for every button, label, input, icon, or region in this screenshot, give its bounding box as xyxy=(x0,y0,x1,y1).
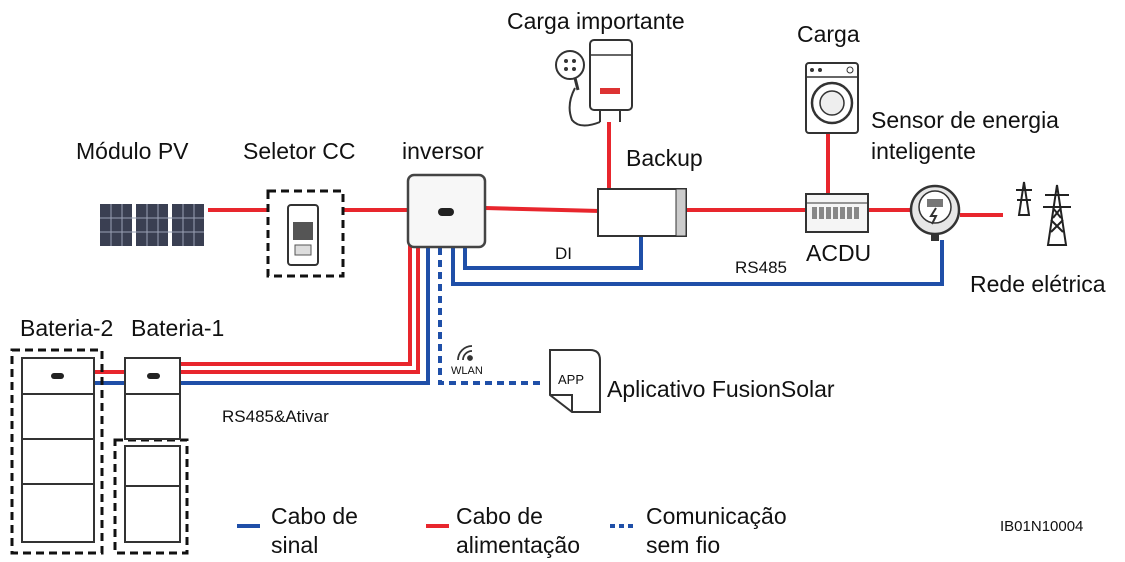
smart-meter-label-line1: Sensor de energia xyxy=(871,107,1059,133)
battery2-label: Bateria-2 xyxy=(20,315,114,341)
water-heater-icon xyxy=(555,39,633,127)
figure-code: IB01N10004 xyxy=(1000,518,1084,535)
inverter-to-battery-power-cable-2 xyxy=(180,245,412,366)
inverter-to-backup-cable xyxy=(484,206,601,213)
battery1-label: Bateria-1 xyxy=(131,315,225,341)
power-cables xyxy=(94,122,1003,374)
fusionsolar-app-label: Aplicativo FusionSolar xyxy=(607,376,835,402)
inverter-to-battery-signal-cable xyxy=(180,245,430,385)
power-tower-icon xyxy=(1016,181,1071,246)
wireless-link xyxy=(438,248,545,385)
backup-box-icon xyxy=(597,188,687,237)
load-label: Carga xyxy=(797,21,860,47)
acdu-label: ACDU xyxy=(806,240,872,266)
pv-module-label: Módulo PV xyxy=(76,138,189,164)
di-label: DI xyxy=(555,244,572,263)
inverter-icon xyxy=(406,173,487,249)
battery-icon xyxy=(124,357,181,543)
washing-machine-icon xyxy=(805,62,859,134)
battery-icon xyxy=(21,357,95,543)
battery1-dashed-box xyxy=(113,438,189,555)
app-icon-text: APP xyxy=(558,372,585,387)
dc-switch-icon xyxy=(287,204,319,266)
rs485-label: RS485 xyxy=(735,258,787,277)
inverter-to-battery-power-cable xyxy=(180,245,420,374)
wifi-icon xyxy=(457,345,473,361)
solar-panel-icon xyxy=(100,204,204,246)
dc-switch-dashed-box xyxy=(266,189,345,278)
inverter-label: inversor xyxy=(402,138,484,164)
di-signal-cable xyxy=(463,235,643,270)
rs485-meter-cable xyxy=(451,240,944,286)
grid-label: Rede elétrica xyxy=(970,271,1106,297)
smart-meter-icon xyxy=(909,184,961,241)
app-icon xyxy=(549,349,601,413)
backup-label: Backup xyxy=(626,145,703,171)
rs485-activate-label: RS485&Ativar xyxy=(222,407,329,426)
wlan-label: WLAN xyxy=(451,365,483,377)
smart-meter-label-line2: inteligente xyxy=(871,138,976,164)
signal-cables xyxy=(94,235,944,385)
battery2-dashed-box xyxy=(10,348,104,555)
important-load-label: Carga importante xyxy=(507,8,685,34)
acdu-icon xyxy=(805,193,869,233)
dc-switch-label: Seletor CC xyxy=(243,138,356,164)
